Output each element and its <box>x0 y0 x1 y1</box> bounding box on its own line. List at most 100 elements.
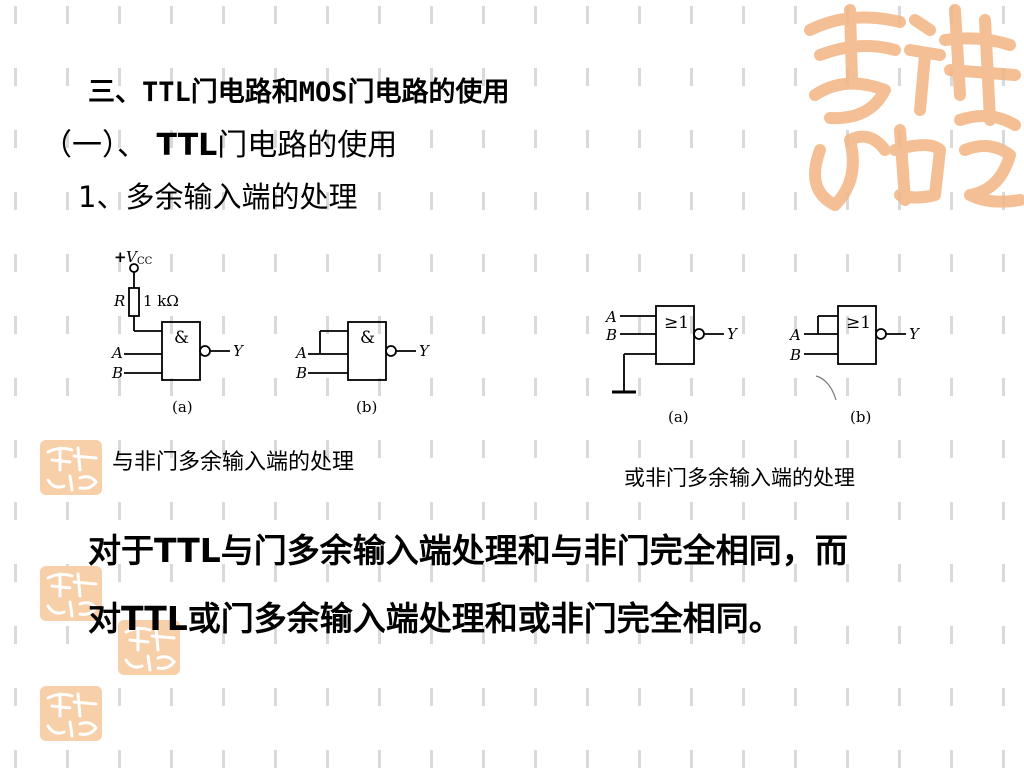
dash-mark <box>950 130 953 148</box>
dash-mark <box>898 502 901 520</box>
dash-mark <box>378 440 381 458</box>
dash-mark <box>66 130 69 148</box>
dash-mark <box>378 688 381 706</box>
dash-mark <box>846 378 849 396</box>
dash-mark <box>794 564 797 582</box>
dash-mark <box>690 378 693 396</box>
dash-mark <box>690 192 693 210</box>
dash-mark <box>378 626 381 644</box>
dash-mark <box>170 316 173 334</box>
dash-mark <box>950 440 953 458</box>
dash-mark <box>118 192 121 210</box>
dash-mark <box>690 254 693 272</box>
dash-mark <box>846 316 849 334</box>
calligraphy-decoration-small-1 <box>40 440 102 495</box>
dash-mark <box>274 378 277 396</box>
dash-mark <box>690 130 693 148</box>
dash-mark <box>482 6 485 24</box>
nor-input-b-label-b: B <box>789 346 801 364</box>
dash-mark <box>742 192 745 210</box>
dash-mark <box>66 6 69 24</box>
dash-mark <box>118 564 121 582</box>
dash-mark <box>430 192 433 210</box>
dash-mark <box>170 68 173 86</box>
dash-mark <box>274 192 277 210</box>
dash-mark <box>326 688 329 706</box>
dash-mark <box>274 564 277 582</box>
dash-mark <box>222 192 225 210</box>
dash-mark <box>274 316 277 334</box>
dash-mark <box>326 254 329 272</box>
dash-mark <box>1002 502 1005 520</box>
nor-label-a: (a) <box>668 408 689 426</box>
dash-mark <box>430 564 433 582</box>
dash-mark <box>14 130 17 148</box>
label-b: (b) <box>356 398 377 416</box>
dash-mark <box>586 564 589 582</box>
dash-mark <box>794 192 797 210</box>
vcc-plus: + <box>114 248 127 266</box>
dash-mark <box>326 378 329 396</box>
dash-mark <box>1002 254 1005 272</box>
calligraphy-decoration-small-3 <box>118 620 180 675</box>
vcc-subscript: CC <box>137 256 153 267</box>
dash-mark <box>378 564 381 582</box>
dash-mark <box>742 564 745 582</box>
dash-mark <box>118 378 121 396</box>
dash-mark <box>378 192 381 210</box>
dash-mark <box>950 688 953 706</box>
dash-mark <box>482 316 485 334</box>
dash-mark <box>742 440 745 458</box>
dash-mark <box>170 440 173 458</box>
resistor-name: R <box>113 292 125 310</box>
dash-mark <box>586 6 589 24</box>
dash-mark <box>742 316 745 334</box>
dash-mark <box>586 688 589 706</box>
dash-mark <box>898 626 901 644</box>
dash-mark <box>638 192 641 210</box>
dash-mark <box>222 6 225 24</box>
nor-gate-symbol-b: ≥1 <box>846 313 871 333</box>
dash-mark <box>274 130 277 148</box>
gate-symbol-b: & <box>360 328 375 348</box>
dash-mark <box>742 68 745 86</box>
dash-mark <box>794 378 797 396</box>
dash-mark <box>794 130 797 148</box>
output-y-label: Y <box>233 342 245 360</box>
dash-mark <box>534 68 537 86</box>
dash-mark <box>274 502 277 520</box>
dash-mark <box>534 564 537 582</box>
dash-mark <box>118 130 121 148</box>
dash-mark <box>118 316 121 334</box>
dash-mark <box>430 626 433 644</box>
dash-mark <box>222 502 225 520</box>
dash-mark <box>950 68 953 86</box>
nor-input-a-label: A <box>604 308 617 326</box>
nand-gate-diagram: + V CC R 1 kΩ & A B Y (a) & A B Y (b) <box>110 248 431 416</box>
dash-mark <box>638 688 641 706</box>
body-line-2: 对TTL或门多余输入端处理和或非门完全相同。 <box>88 599 782 638</box>
dash-mark <box>14 502 17 520</box>
dash-mark <box>378 68 381 86</box>
dash-mark <box>326 502 329 520</box>
dash-mark <box>534 192 537 210</box>
dash-mark <box>794 626 797 644</box>
dash-mark <box>1002 316 1005 334</box>
dash-mark <box>742 688 745 706</box>
dash-mark <box>430 254 433 272</box>
dash-mark <box>898 750 901 768</box>
dash-mark <box>482 564 485 582</box>
dash-mark <box>118 440 121 458</box>
dash-mark <box>118 254 121 272</box>
vcc-label: V <box>126 248 139 266</box>
heading-sub-rest: 门电路的使用 <box>217 128 398 163</box>
dash-mark <box>222 440 225 458</box>
caption-nand: 与非门多余输入端的处理 <box>112 450 355 475</box>
dash-mark <box>950 316 953 334</box>
dash-mark <box>1002 378 1005 396</box>
dash-mark <box>742 6 745 24</box>
dash-mark <box>14 68 17 86</box>
resistor-value: 1 kΩ <box>143 292 179 310</box>
dash-mark <box>534 626 537 644</box>
dash-mark <box>430 378 433 396</box>
